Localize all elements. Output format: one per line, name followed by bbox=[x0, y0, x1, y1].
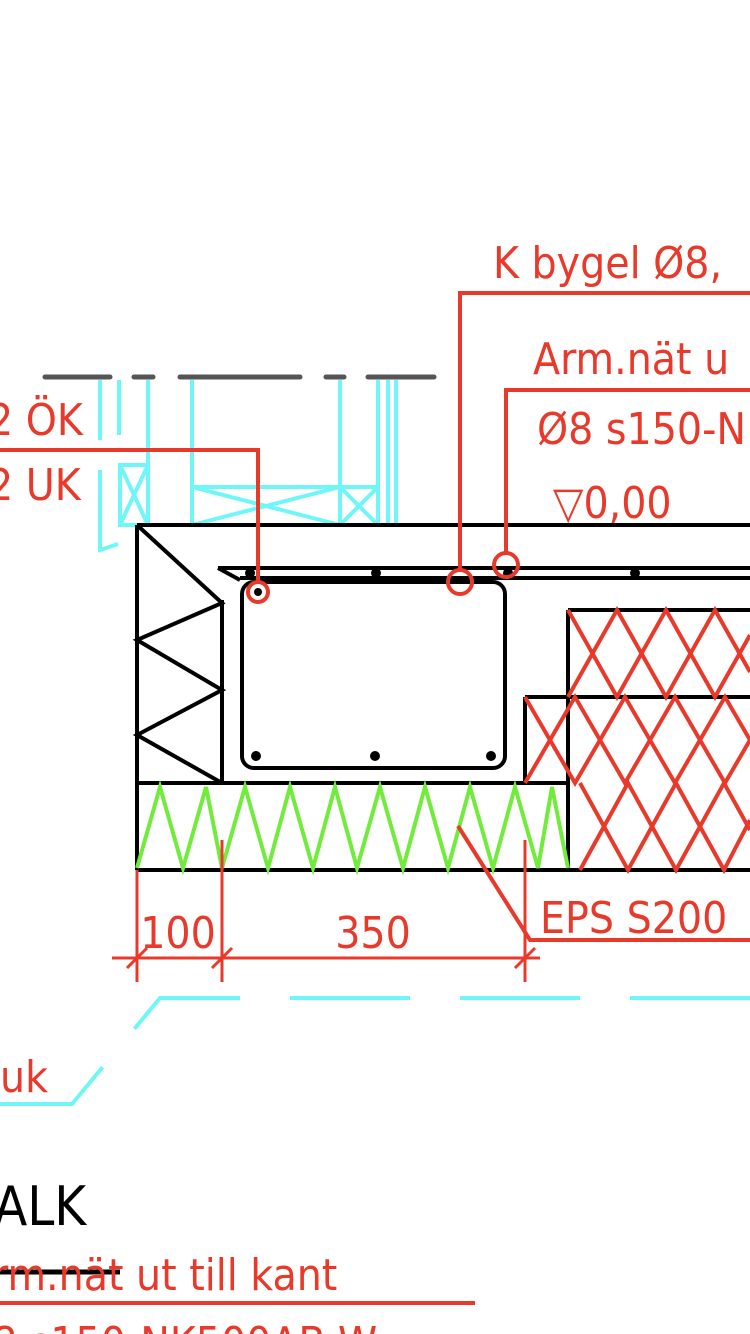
label-phi8-s150: Ø8 s150-N bbox=[537, 404, 746, 455]
label-arm-nat-bottom: rm.nät ut till kant bbox=[0, 1250, 337, 1301]
label-eps: EPS S200 bbox=[540, 893, 727, 944]
label-bottom-spec: 8 s150-NK500AB-W bbox=[0, 1318, 377, 1334]
concrete-structure bbox=[132, 523, 750, 872]
dimension-350: 350 bbox=[335, 908, 411, 959]
rebar-dots bbox=[245, 568, 640, 761]
dimension-100: 100 bbox=[140, 908, 216, 959]
leader-lines bbox=[0, 291, 750, 1305]
label-uk: uk bbox=[0, 1052, 48, 1103]
eps-insulation-zigzag bbox=[135, 779, 570, 876]
label-arm-nat-top: Arm.nät u bbox=[533, 334, 729, 385]
red-insulation-pattern bbox=[523, 605, 750, 875]
section-title: ALK bbox=[0, 1175, 87, 1238]
label-uk-left: 2 UK bbox=[0, 460, 82, 511]
label-k-bygel: K bygel Ø8, bbox=[493, 238, 722, 289]
dimension-line bbox=[112, 840, 540, 982]
label-ok: 2 ÖK bbox=[0, 394, 84, 446]
label-level: ▽0,00 bbox=[553, 478, 672, 529]
